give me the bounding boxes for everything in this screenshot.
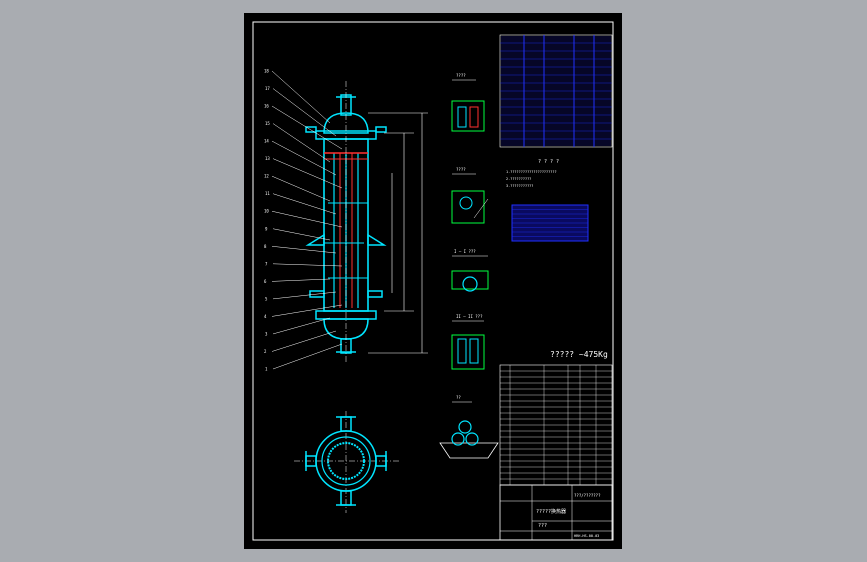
- section-b: II — II ???: [451, 314, 485, 370]
- drawing-border: [252, 21, 614, 541]
- leader-number: 1: [265, 367, 268, 372]
- leader-number: 17: [265, 86, 270, 91]
- leader-number: 6: [264, 279, 267, 284]
- weight-label: ????? ~475Kg: [550, 350, 608, 359]
- leader-number: 16: [264, 104, 269, 109]
- leader-line: [272, 193, 337, 215]
- notes-heading: ? ? ? ?: [538, 159, 559, 165]
- leader-line: [272, 263, 343, 267]
- section-a-label: I — I ???: [454, 249, 476, 254]
- drawing-sheet: 18 17 16 15 14 13 12 11 10 9 8 7 6 5 4 3 2 1 ???? ???? I …: [244, 13, 622, 549]
- title-block: ?????换热器 ???/??????? ??? HRH-HS-00-03: [499, 484, 613, 541]
- dimensions: [368, 112, 428, 354]
- drawing-number: HRH-HS-00-03: [574, 534, 599, 538]
- leader-line: [271, 246, 337, 254]
- leader-number: 13: [265, 156, 270, 161]
- leader-line: [272, 123, 331, 163]
- leader-line: [271, 175, 331, 202]
- scale-label: ???: [538, 523, 547, 529]
- leader-number: 3: [265, 331, 268, 336]
- detail-e: ??: [439, 395, 499, 459]
- note-line-1: 1.??????????????????????: [506, 170, 557, 174]
- leader-line: [271, 70, 331, 124]
- leader-number: 12: [264, 174, 269, 179]
- nozzle-table-rows: [512, 209, 588, 237]
- detail-d: ????: [451, 167, 489, 224]
- leader-line: [272, 158, 343, 189]
- leader-number: 7: [265, 261, 268, 266]
- leader-number: 10: [264, 209, 269, 214]
- drawing-title: ?????换热器: [536, 508, 566, 515]
- cad-drawing: 18 17 16 15 14 13 12 11 10 9 8 7 6 5 4 3 2 1 ???? ???? I …: [252, 21, 614, 541]
- leader-number: 5: [265, 296, 268, 301]
- detail-c-label: ????: [456, 73, 466, 78]
- detail-c: ????: [451, 73, 485, 132]
- note-line-2: 2.??????????: [506, 177, 531, 181]
- section-a: I — I ???: [451, 249, 489, 292]
- tech-notes: ? ? ? ? 1.?????????????????????? 2.?????…: [506, 159, 559, 188]
- leader-number: 15: [265, 121, 270, 126]
- leader-line: [272, 317, 331, 335]
- detail-e-label: ??: [456, 395, 461, 400]
- part-leaders: 18 17 16 15 14 13 12 11 10 9 8 7 6 5 4 3 2 1: [264, 69, 343, 372]
- leader-number: 9: [265, 226, 268, 231]
- leader-number: 11: [265, 191, 270, 196]
- leader-number: 14: [264, 139, 269, 144]
- leader-line: [272, 343, 343, 370]
- leader-line: [272, 291, 337, 300]
- note-line-3: 3.???????????: [506, 184, 533, 188]
- company-name: ???/???????: [574, 493, 601, 498]
- leader-number: 18: [264, 69, 269, 74]
- leader-line: [271, 330, 337, 352]
- leader-line: [271, 140, 337, 176]
- leader-number: 2: [264, 349, 267, 354]
- leader-line: [272, 228, 331, 241]
- vessel-elevation: [305, 81, 387, 363]
- parts-list-rows: [500, 370, 612, 480]
- detail-d-label: ????: [456, 167, 466, 172]
- design-data-rows: [500, 42, 612, 140]
- leader-line: [272, 88, 337, 137]
- leader-line: [271, 105, 343, 150]
- section-b-label: II — II ???: [456, 314, 483, 319]
- leader-line: [271, 210, 343, 228]
- leader-line: [271, 278, 331, 282]
- plan-view: [294, 411, 399, 513]
- leader-line: [271, 304, 343, 317]
- leader-number: 8: [264, 244, 267, 249]
- leader-number: 4: [264, 314, 267, 319]
